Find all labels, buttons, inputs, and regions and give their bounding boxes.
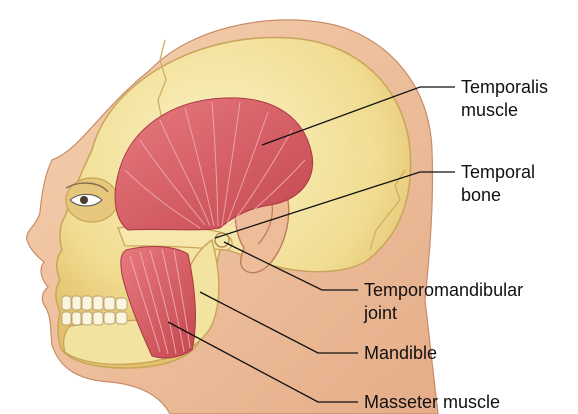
label-temporalis: Temporalis muscle: [461, 77, 553, 120]
label-mandible: Mandible: [364, 343, 437, 363]
label-masseter: Masseter muscle: [364, 392, 500, 412]
label-temporal-bone: Temporal bone: [461, 162, 540, 205]
